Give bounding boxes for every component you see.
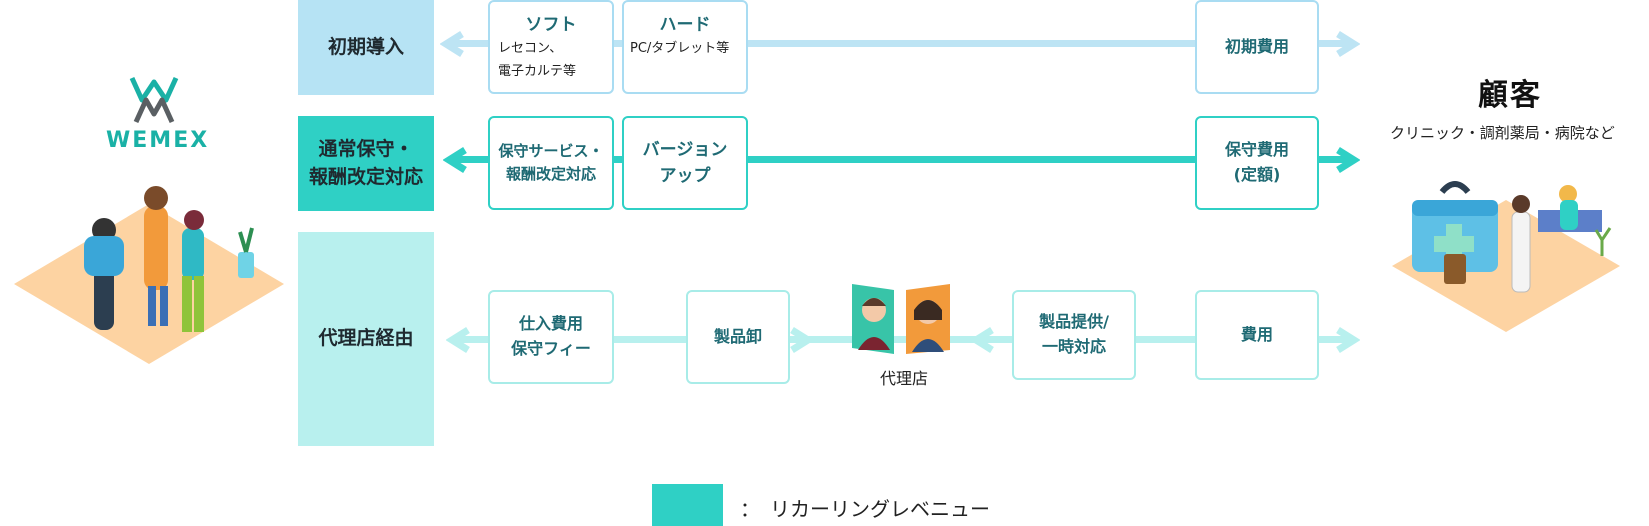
- legend-text: ： リカーリングレベニュー: [740, 497, 990, 521]
- arrow-head-icon: [446, 327, 470, 353]
- box-soft: ソフト レセコン、 電子カルテ等: [488, 0, 614, 94]
- arrow-head-icon: [1336, 147, 1360, 173]
- arrow-head-icon: [440, 31, 464, 57]
- arrow-head-icon: [790, 327, 814, 353]
- row-label-agency: 代理店経由: [298, 232, 434, 446]
- box-initial-fee: 初期費用: [1195, 0, 1319, 94]
- box-fee: 費用: [1195, 290, 1319, 380]
- box-maintenance-service: 保守サービス・ 報酬改定対応: [488, 116, 614, 210]
- customer-subtitle: クリニック・調剤薬局・病院など: [1390, 124, 1615, 142]
- logo-text: WEMEX: [106, 128, 210, 153]
- box-version-up: バージョン アップ: [622, 116, 748, 210]
- box-hard: ハード PC/タブレット等: [622, 0, 748, 94]
- arrow-head-icon: [1336, 31, 1360, 57]
- agency-label: 代理店: [880, 369, 929, 388]
- box-purchase-fee: 仕入費用 保守フィー: [488, 290, 614, 384]
- arrow-head-icon: [970, 327, 994, 353]
- row-label-maintenance: 通常保守・ 報酬改定対応: [298, 116, 434, 211]
- box-maintenance-fee: 保守費用 (定額): [1195, 116, 1319, 210]
- arrow-head-icon: [443, 147, 467, 173]
- arrow-head-icon: [1336, 327, 1360, 353]
- box-product-provision: 製品提供/ 一時対応: [1012, 290, 1136, 380]
- flow-line-maintenance: [455, 156, 1352, 163]
- customer-title: 顧客: [1478, 78, 1542, 113]
- team-illustration-icon: [14, 186, 284, 364]
- legend-swatch: [652, 484, 723, 526]
- clinic-illustration-icon: [1392, 181, 1620, 332]
- wemex-logo-icon: [129, 76, 179, 124]
- flow-line-agency: [458, 336, 1352, 343]
- agency-people-icon: [852, 284, 950, 354]
- box-wholesale: 製品卸: [686, 290, 790, 384]
- row-label-initial: 初期導入: [298, 0, 434, 95]
- flow-line-initial: [452, 40, 1352, 47]
